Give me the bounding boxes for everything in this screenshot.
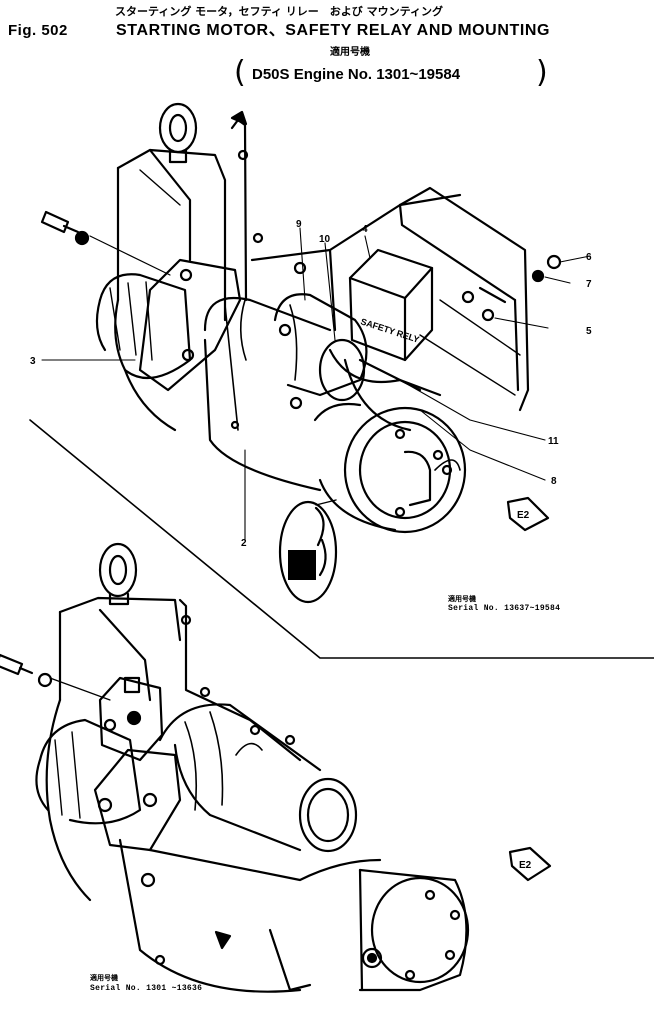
- callout-11: 11: [548, 436, 559, 447]
- lifting-eye-lower: [98, 542, 138, 606]
- callout-5: 5: [586, 326, 592, 337]
- serial-upper-jp: 適用号機: [448, 595, 476, 603]
- relay-bracket: [398, 186, 530, 412]
- serial-upper: Serial No. 13637~19584: [448, 604, 561, 613]
- arrow-tag-upper: E2: [517, 510, 530, 521]
- callout-10: 10: [319, 234, 331, 245]
- callout-2: 2: [241, 538, 247, 549]
- serial-lower-jp: 適用号機: [90, 974, 118, 982]
- starter-motor-body-lower: [118, 838, 382, 993]
- starter-motor-body-upper: [203, 296, 332, 492]
- callouts: 2 3 4 5 6 7 8 9 10 11 E2 E2: [30, 219, 592, 871]
- plate-bolt-hole: [252, 232, 264, 244]
- section-divider: [29, 419, 654, 659]
- open-paren: (: [234, 55, 246, 90]
- serial-lower: Serial No. 1301 ~13636: [90, 984, 203, 993]
- callout-9: 9: [296, 219, 302, 230]
- callout-4: 4: [362, 224, 368, 235]
- wire-harness-upper: [328, 348, 442, 432]
- bolt-washer-left-lower: [0, 653, 111, 701]
- lower-assembly: [0, 542, 552, 993]
- bolt-washer-left-upper: [40, 210, 171, 276]
- relay-label: SAFETY RELY: [359, 316, 420, 344]
- direction-arrow-upper: [506, 496, 550, 532]
- callout-7: 7: [586, 279, 592, 290]
- end-frame-lower: [268, 868, 470, 992]
- mounting-plate-lower: [178, 598, 302, 762]
- callout-6: 6: [586, 252, 592, 263]
- bracket-nut-5: [461, 290, 475, 304]
- starter-nose-upper: [95, 273, 192, 380]
- arrow-tag-lower: E2: [519, 860, 532, 871]
- terminal-detail: [278, 499, 338, 604]
- engine-block-lower: [45, 596, 182, 902]
- callout-8: 8: [551, 476, 557, 487]
- mounting-flange-lower: [93, 748, 182, 852]
- callout-3: 3: [30, 356, 36, 367]
- direction-arrow-lower: [214, 846, 552, 950]
- safety-relay: SAFETY RELY: [348, 248, 434, 362]
- close-paren: ): [536, 55, 548, 90]
- jp-title: スターティング モータ，セフティ リレー および マウンティング: [115, 5, 443, 18]
- end-frame-upper: [313, 402, 467, 534]
- figure-number: Fig. 502: [8, 22, 68, 39]
- mounting-plate-upper: [230, 110, 462, 332]
- leader-lines-upper: [41, 227, 591, 541]
- upper-assembly: SAFETY RELY: [40, 102, 591, 604]
- solenoid-lower: [158, 703, 358, 853]
- header: スターティング モータ，セフティ リレー および マウンティング Fig. 50…: [0, 0, 654, 100]
- solenoid-upper: [273, 293, 368, 410]
- jp-applicable-label: 適用号機: [330, 47, 370, 58]
- page-title: STARTING MOTOR、SAFETY RELAY AND MOUNTING: [116, 22, 551, 39]
- starter-nose-lower: [35, 718, 142, 825]
- engine-range: D50S Engine No. 1301~19584: [252, 66, 461, 83]
